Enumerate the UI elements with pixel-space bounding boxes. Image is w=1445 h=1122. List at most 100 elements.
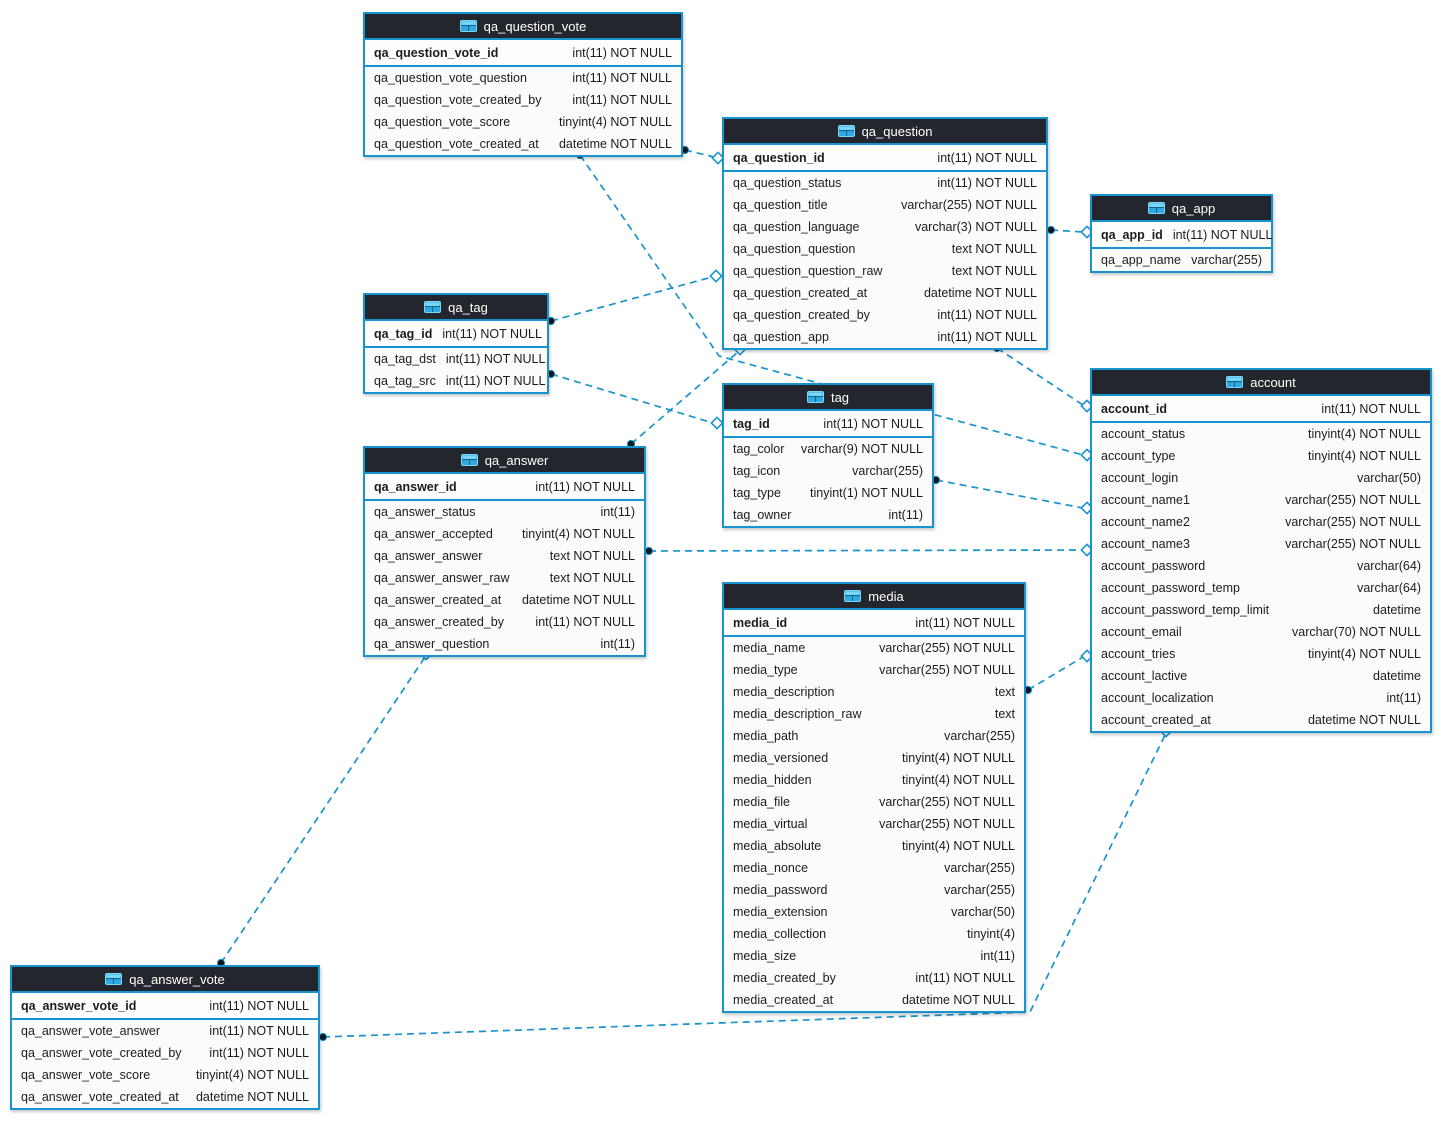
- column-name: account_created_at: [1101, 713, 1211, 727]
- column-name: qa_answer_vote_id: [21, 998, 137, 1013]
- column-name: qa_answer_id: [374, 479, 457, 494]
- column-type: varchar(255) NOT NULL: [879, 817, 1015, 831]
- column-type: varchar(255): [944, 883, 1015, 897]
- table-header[interactable]: media: [724, 584, 1024, 610]
- column-type: int(11) NOT NULL: [937, 176, 1037, 190]
- column-name: account_lactive: [1101, 669, 1188, 683]
- column-type: tinyint(4) NOT NULL: [1308, 647, 1421, 661]
- relationship-qa_question_vote.qa_question_vote_question->qa_question.qa_question_id[interactable]: [680, 145, 725, 165]
- column-type: tinyint(1) NOT NULL: [810, 486, 923, 500]
- table-icon: [806, 391, 824, 403]
- column-name: qa_question_question_raw: [733, 264, 883, 278]
- table-header[interactable]: qa_question_vote: [365, 14, 681, 40]
- column-name: account_password_temp_limit: [1101, 603, 1270, 617]
- column-type: int(11) NOT NULL: [535, 479, 635, 494]
- relationship-qa_answer.qa_answer_created_by->account.account_id[interactable]: [644, 543, 1094, 557]
- table-qa_answer[interactable]: qa_answer qa_answer_id int(11) NOT NULL qa_…: [363, 446, 646, 657]
- table-header[interactable]: qa_question: [724, 119, 1046, 145]
- table-header[interactable]: account: [1092, 370, 1430, 396]
- column-name: qa_tag_src: [374, 374, 436, 388]
- relationship-target-diamond: [711, 151, 725, 165]
- column-name: qa_question_vote_created_at: [374, 137, 539, 151]
- relationship-target-diamond: [709, 269, 723, 283]
- column-name: qa_question_vote_id: [374, 45, 499, 60]
- column-name: qa_question_title: [733, 198, 828, 212]
- column-type: int(11) NOT NULL: [572, 93, 672, 107]
- column-type: varchar(255): [1191, 253, 1262, 267]
- table-header[interactable]: qa_tag: [365, 295, 547, 321]
- column-name: account_password: [1101, 559, 1206, 573]
- table-header[interactable]: tag: [724, 385, 932, 411]
- table-header[interactable]: qa_app: [1092, 196, 1271, 222]
- column-name: media_description: [733, 685, 835, 699]
- column-type: int(11) NOT NULL: [209, 1024, 309, 1038]
- column-name: qa_answer_created_by: [374, 615, 504, 629]
- relationship-qa_tag.qa_tag_src->tag.tag_id[interactable]: [546, 369, 724, 430]
- table-icon: [1226, 376, 1244, 388]
- relationship-source-dot: [644, 546, 654, 556]
- column-type: varchar(70) NOT NULL: [1292, 625, 1421, 639]
- relationship-qa_question.qa_question_app->qa_app.qa_app_id[interactable]: [1046, 225, 1094, 239]
- column-name: media_id: [733, 615, 788, 630]
- table-header[interactable]: qa_answer_vote: [12, 967, 318, 993]
- column-type: tinyint(4) NOT NULL: [196, 1068, 309, 1082]
- column-name: qa_answer_vote_answer: [21, 1024, 160, 1038]
- table-title: account: [1250, 374, 1296, 390]
- table-header[interactable]: qa_answer: [365, 448, 644, 474]
- column-type: text NOT NULL: [549, 571, 635, 585]
- relationship-target-diamond: [1080, 225, 1094, 239]
- column-type: text NOT NULL: [549, 549, 635, 563]
- relationship-qa_answer_vote.qa_answer_vote_answer->qa_answer.qa_answer_id[interactable]: [216, 647, 433, 968]
- relationship-qa_question.qa_question_created_by->account.account_id[interactable]: [992, 343, 1094, 413]
- table-title: qa_question_vote: [483, 18, 587, 34]
- column-name: media_hidden: [733, 773, 812, 787]
- column-name: qa_answer_answer: [374, 549, 483, 563]
- relationship-target-diamond: [1080, 543, 1094, 557]
- column-name: account_localization: [1101, 691, 1214, 705]
- column-name: media_created_by: [733, 971, 836, 985]
- column-name: qa_question_id: [733, 150, 825, 165]
- column-type: tinyint(4) NOT NULL: [902, 773, 1015, 787]
- column-name: media_description_raw: [733, 707, 862, 721]
- table-qa_question_vote[interactable]: qa_question_vote qa_question_vote_id int(1…: [363, 12, 683, 157]
- column-name: qa_answer_question: [374, 637, 490, 651]
- column-name: media_absolute: [733, 839, 822, 853]
- column-type: int(11) NOT NULL: [915, 615, 1015, 630]
- table-icon: [844, 590, 862, 602]
- column-type: int(11) NOT NULL: [572, 71, 672, 85]
- relationship-qa_tag.qa_tag_dst->qa_question.qa_question_id[interactable]: [546, 269, 723, 326]
- relationship-media.media_created_by->account.account_id[interactable]: [1023, 649, 1094, 695]
- column-name: account_tries: [1101, 647, 1176, 661]
- column-name: media_file: [733, 795, 790, 809]
- column-name: tag_color: [733, 442, 785, 456]
- relationship-target-diamond: [1080, 399, 1094, 413]
- column-type: text: [994, 707, 1015, 721]
- column-name: tag_type: [733, 486, 781, 500]
- column-type: varchar(255) NOT NULL: [1285, 537, 1421, 551]
- column-type: int(11): [980, 949, 1015, 963]
- column-name: qa_question_created_by: [733, 308, 870, 322]
- relationship-tag.tag_owner->account.account_id[interactable]: [931, 475, 1094, 515]
- table-qa_question[interactable]: qa_question qa_question_id int(11) NOT NUL…: [722, 117, 1048, 350]
